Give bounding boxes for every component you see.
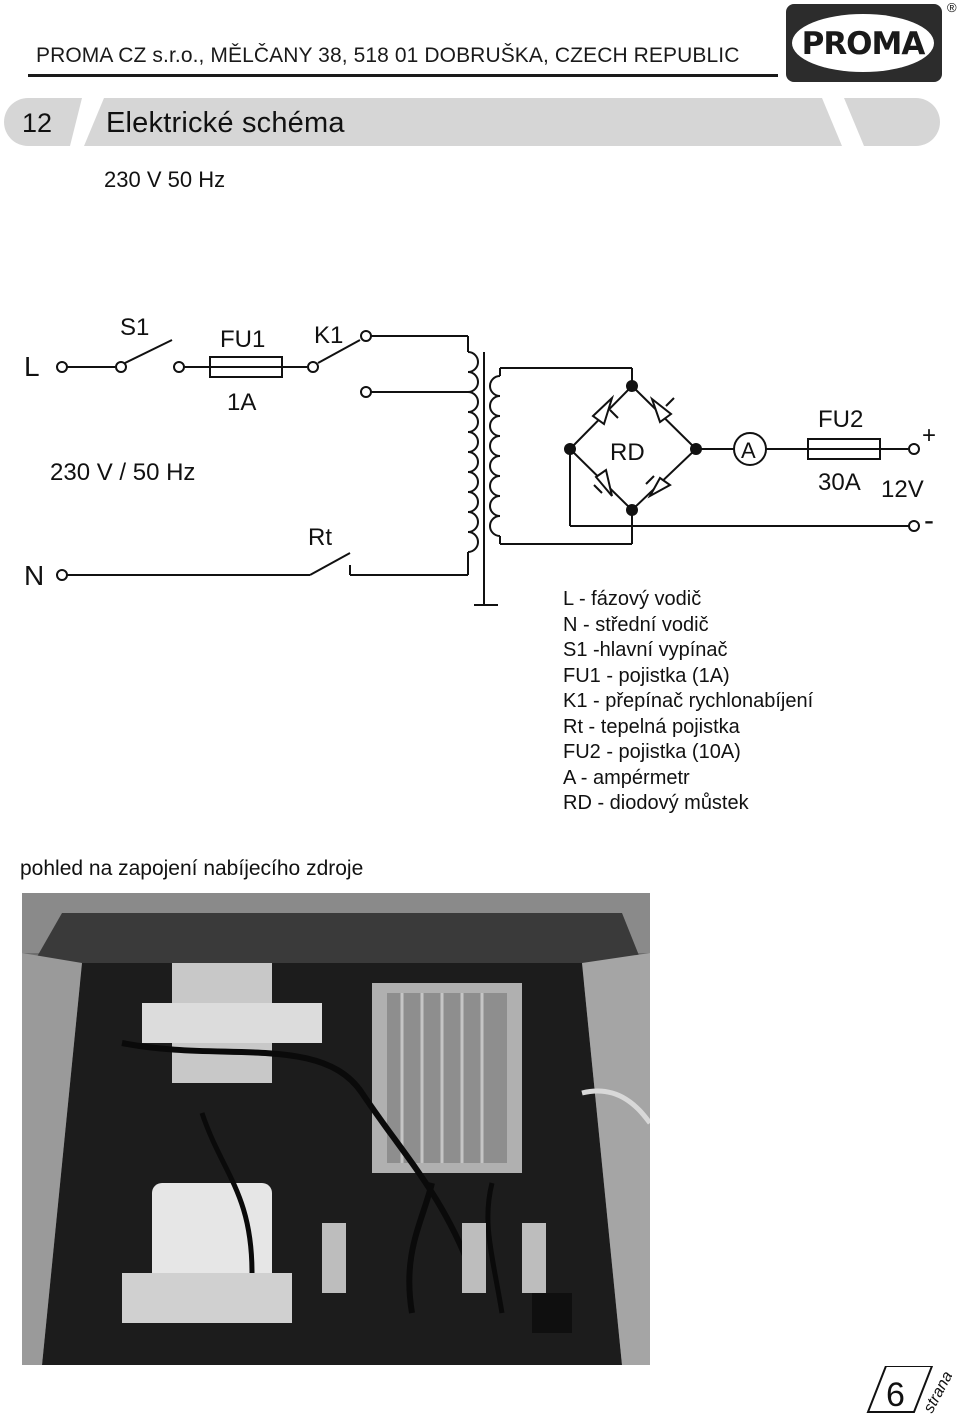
section-number: 12 <box>22 108 53 138</box>
electrical-schematic: L N S1 FU1 1A K1 230 V / 50 Hz Rt RD A F… <box>24 314 936 606</box>
label-plus: + <box>922 422 936 449</box>
company-address: PROMA CZ s.r.o., MĚLČANY 38, 518 01 DOBR… <box>36 44 740 67</box>
label-input-voltage: 230 V / 50 Hz <box>50 459 195 486</box>
legend-item: Rt - tepelná pojistka <box>563 715 740 738</box>
legend-item: FU1 - pojistka (1A) <box>563 664 730 687</box>
legend-item: A - ampérmetr <box>563 766 690 789</box>
logo-text: PROMA <box>801 26 926 62</box>
label-L: L <box>24 351 40 382</box>
page-number: 6 <box>886 1376 905 1414</box>
legend-item: FU2 - pojistka (10A) <box>563 741 741 763</box>
label-ammeter: A <box>741 438 756 463</box>
label-RD: RD <box>610 439 645 466</box>
schematic-legend: L - fázový vodič N - střední vodič S1 -h… <box>563 587 813 817</box>
section-subtitle: 230 V 50 Hz <box>104 167 226 192</box>
label-FU1: FU1 <box>220 326 265 353</box>
label-K1: K1 <box>314 322 343 349</box>
label-S1: S1 <box>120 314 149 341</box>
header-divider <box>28 74 778 77</box>
proma-logo: PROMA <box>786 4 942 82</box>
charger-wiring-photo <box>22 893 650 1365</box>
label-output-voltage: 12V <box>881 476 924 503</box>
legend-item: S1 -hlavní vypínač <box>563 639 728 661</box>
section-header-bar <box>4 98 940 146</box>
label-FU2: FU2 <box>818 406 863 433</box>
label-FU1-rating: 1A <box>227 389 256 416</box>
legend-item: L - fázový vodič <box>563 588 702 610</box>
section-title: Elektrické schéma <box>106 107 345 139</box>
legend-item: N - střední vodič <box>563 613 709 636</box>
label-Rt: Rt <box>308 524 332 551</box>
legend-item: K1 - přepínač rychlonabíjení <box>563 690 814 712</box>
label-N: N <box>24 560 44 591</box>
label-minus: - <box>924 504 934 537</box>
photo-caption: pohled na zapojení nabíjecího zdroje <box>20 857 364 880</box>
legend-item: RD - diodový můstek <box>563 792 749 814</box>
label-FU2-rating: 30A <box>818 469 861 496</box>
page-number-badge: 6 strana <box>866 1366 952 1416</box>
registered-mark: ® <box>947 0 957 15</box>
